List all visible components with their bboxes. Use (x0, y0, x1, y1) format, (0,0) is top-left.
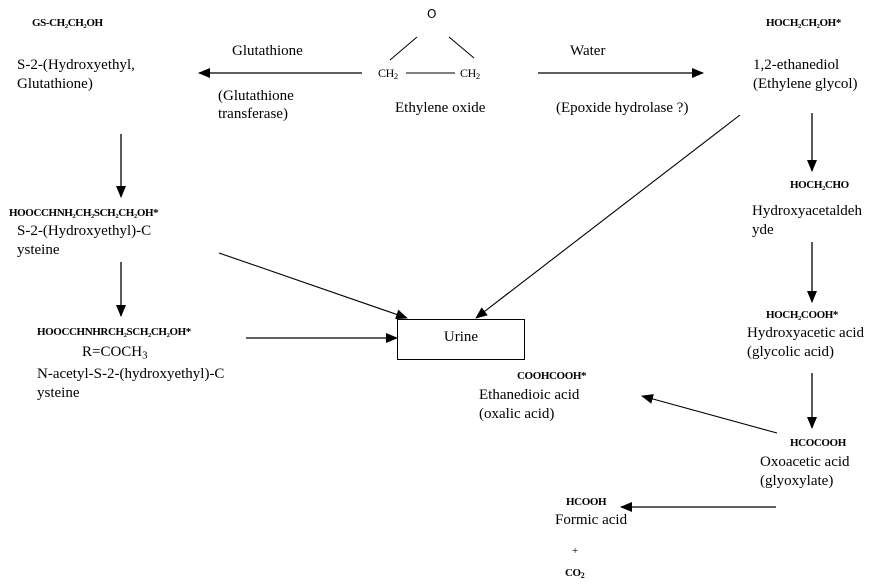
water-reagent-label: Water (570, 43, 606, 59)
glycolic-acid-name-2: (glycolic acid) (747, 344, 835, 360)
glycolic-acid-name-1: Hydroxyacetic acid (747, 325, 865, 341)
oxalic-acid-name-1: Ethanedioic acid (479, 387, 580, 403)
formic-acid-formula: HCOOH (566, 496, 607, 508)
arrow-cysteine-to-urine (218, 252, 408, 320)
glutathione-transferase-label-2: transferase) (218, 106, 288, 122)
hydroxyethyl-cysteine-formula: HOOCCHNH₂CH₂SCH₂CH₂OH* (9, 207, 159, 219)
formic-acid-name: Formic acid (555, 512, 628, 528)
epoxide-ch2-left: CH2 (378, 66, 399, 82)
co2-formula: CO2 (565, 567, 585, 580)
acetyl-cysteine-name-1: N-acetyl-S-2-(hydroxyethyl)-C (37, 366, 225, 382)
acetyl-cysteine-name-2: ysteine (37, 385, 80, 401)
epoxide-hydrolase-label: (Epoxide hydrolase ?) (556, 100, 689, 116)
urine-label: Urine (443, 329, 479, 345)
oxalic-acid-formula: COOHCOOH* (517, 370, 587, 382)
glyoxylate-formula: HCOCOOH (790, 437, 846, 449)
glutathione-reagent-label: Glutathione (232, 43, 303, 59)
hydroxyacetaldehyde-name-2: yde (752, 222, 774, 238)
epoxide-ch2-right: CH2 (460, 66, 481, 82)
glutathione-conjugate-name-1: S-2-(Hydroxyethyl, (17, 57, 135, 73)
hydroxyacetaldehyde-name-1: Hydroxyacetaldeh (752, 203, 862, 219)
epoxide-bond-left (389, 36, 418, 61)
acetyl-cysteine-r-group: R=COCH3 (82, 344, 148, 362)
hydroxyacetaldehyde-formula: HOCH₂CHO (790, 179, 849, 191)
glutathione-conjugate-formula: GS-CH₂CH₂OH (32, 17, 103, 29)
epoxide-bond-right (448, 36, 475, 59)
epoxide-oxygen: O (427, 7, 437, 21)
arrow-to-oxalic-acid (641, 394, 778, 434)
ethylene-oxide-name: Ethylene oxide (395, 100, 486, 116)
glutathione-transferase-label-1: (Glutathione (218, 88, 294, 104)
ethylene-glycol-name-1: 1,2-ethanediol (753, 57, 840, 73)
oxalic-acid-name-2: (oxalic acid) (479, 406, 555, 422)
urine-box: Urine (397, 319, 525, 360)
arrow-glycol-to-urine (475, 114, 741, 319)
glutathione-conjugate-name-2: Glutathione) (17, 76, 93, 92)
glyoxylate-name-2: (glyoxylate) (760, 473, 834, 489)
acetyl-cysteine-formula: HOOCCHNHRCH₂SCH₂CH₂OH* (37, 326, 191, 338)
ethylene-glycol-name-2: (Ethylene glycol) (753, 76, 858, 92)
hydroxyethyl-cysteine-name-2: ysteine (17, 242, 60, 258)
ethylene-glycol-formula: HOCH₂CH₂OH* (766, 17, 841, 29)
glycolic-acid-formula: HOCH₂COOH* (766, 309, 839, 321)
glyoxylate-name-1: Oxoacetic acid (760, 454, 850, 470)
plus-sign: + (572, 545, 579, 557)
hydroxyethyl-cysteine-name-1: S-2-(Hydroxyethyl)-C (17, 223, 152, 239)
